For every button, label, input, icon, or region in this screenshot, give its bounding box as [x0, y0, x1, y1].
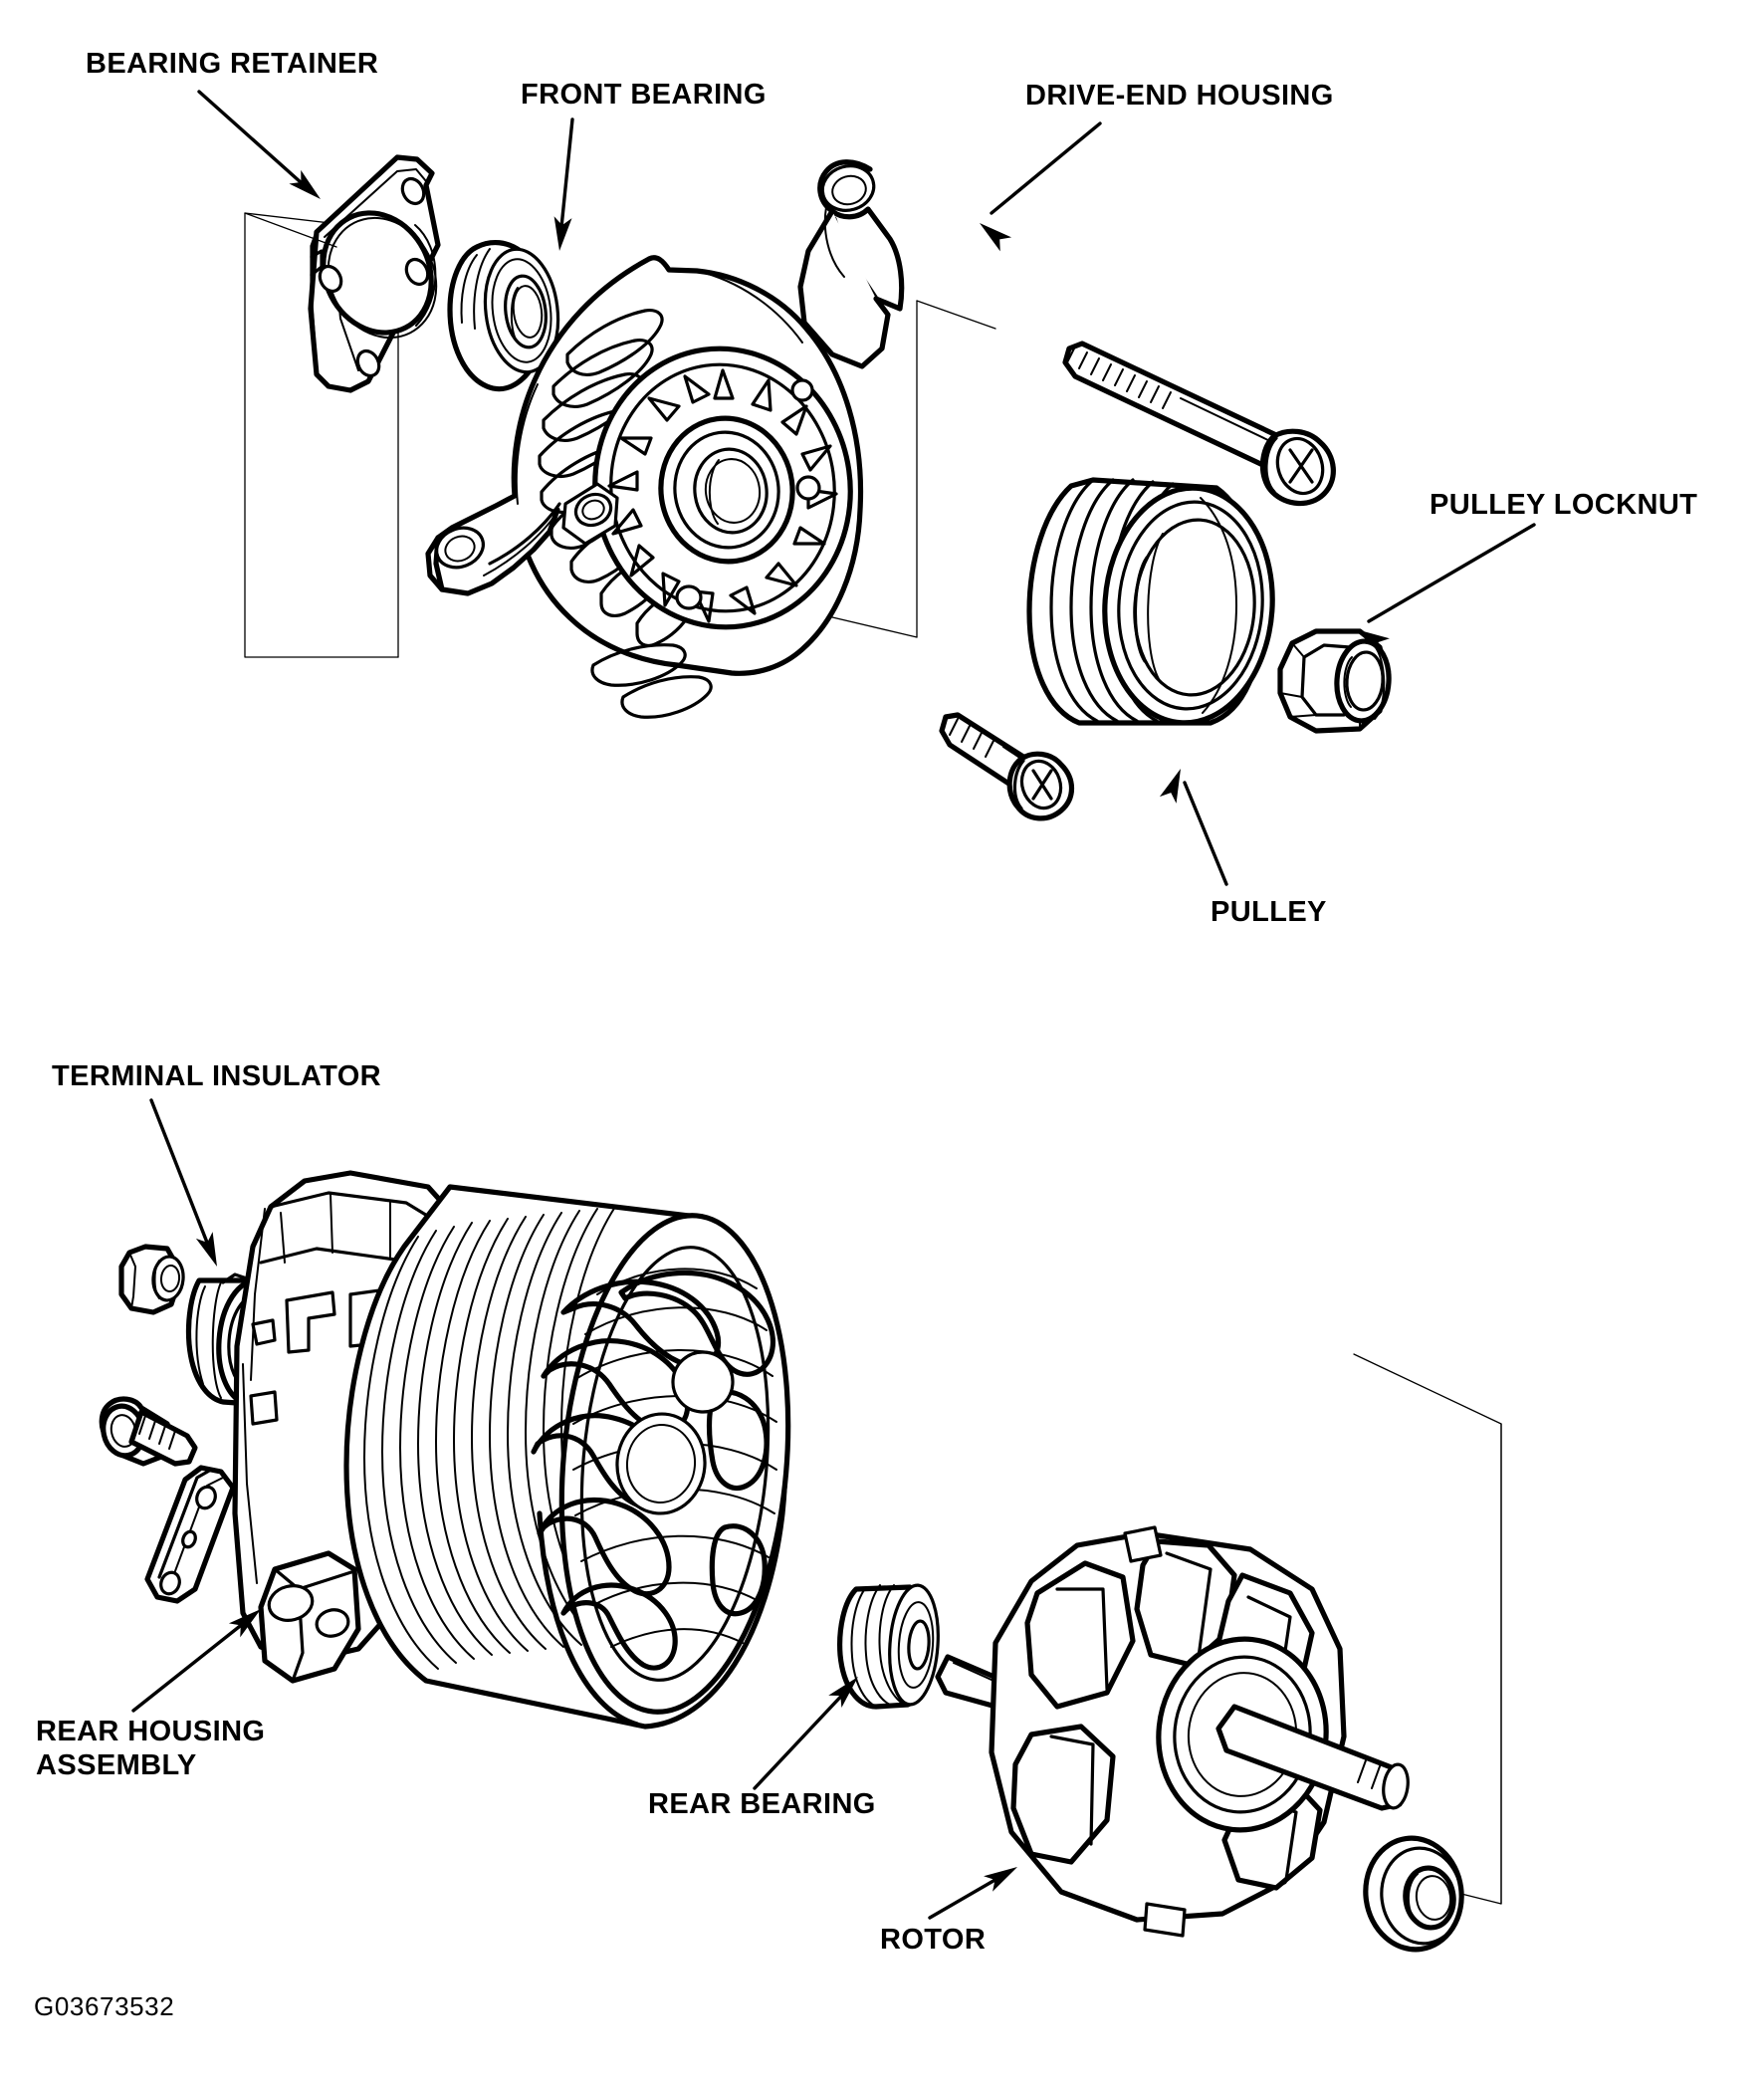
callout-label-rotor: ROTOR	[880, 1924, 987, 1956]
callout-label-drive-end-housing: DRIVE-END HOUSING	[1025, 80, 1334, 112]
callout-label-pulley-locknut: PULLEY LOCKNUT	[1430, 489, 1698, 521]
shaft-washer-ring	[1363, 1835, 1464, 1953]
figure-id-code: G03673532	[34, 1991, 175, 2021]
callout-label-pulley: PULLEY	[1211, 896, 1327, 928]
callout-label-rear-housing-assembly: REAR HOUSING ASSEMBLY	[36, 1716, 266, 1781]
callout-label-bearing-retainer: BEARING RETAINER	[86, 48, 379, 80]
terminal-bolt	[99, 1396, 198, 1467]
rotor-claw-pole	[935, 1525, 1410, 1938]
terminal-strap	[144, 1465, 236, 1604]
through-bolt-long	[1062, 341, 1336, 507]
callout-leaders-lower	[131, 1098, 1022, 1920]
bearing-retainer-plate	[308, 154, 441, 393]
hex-locknut	[1277, 628, 1392, 734]
callout-label-front-bearing: FRONT BEARING	[521, 79, 767, 111]
callout-label-rear-bearing: REAR BEARING	[648, 1788, 876, 1820]
terminal-nut	[118, 1244, 185, 1315]
rear-housing-stator-assembly	[232, 1170, 791, 1730]
drive-end-housing-body	[425, 159, 905, 719]
grooved-pulley	[1026, 477, 1275, 726]
front-bearing-ring	[447, 240, 560, 392]
reference-plane-lower	[1353, 1353, 1502, 1905]
callout-leaders-upper	[197, 90, 1536, 886]
callout-label-terminal-insulator: TERMINAL INSULATOR	[52, 1060, 382, 1092]
housing-fan-disc	[592, 346, 853, 630]
through-bolt-short	[939, 712, 1075, 821]
rear-bearing-ring	[837, 1583, 940, 1710]
